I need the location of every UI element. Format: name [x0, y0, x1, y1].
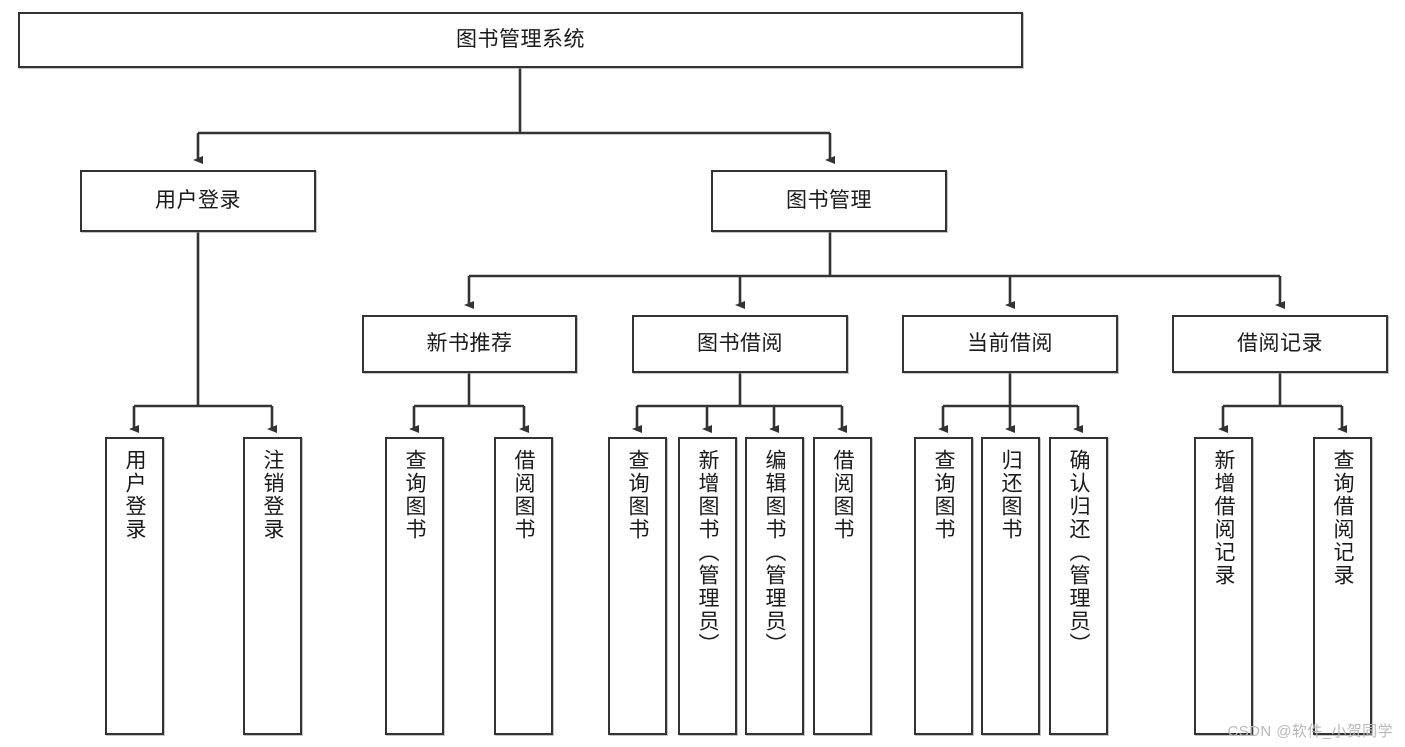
node-leaf-logout-login-label: 注销登录 [261, 449, 284, 541]
node-leaf-query-book-3-label: 查询图书 [932, 449, 955, 541]
node-root-label: 图书管理系统 [456, 27, 585, 51]
node-leaf-confirm-return[interactable]: 确认归还（管理员） [1049, 437, 1108, 735]
node-leaf-add-book-label: 新增图书（管理员） [696, 449, 719, 656]
node-root[interactable]: 图书管理系统 [18, 12, 1023, 68]
node-leaf-edit-book-label: 编辑图书（管理员） [763, 449, 786, 656]
node-book-manage[interactable]: 图书管理 [711, 170, 947, 232]
node-leaf-borrow-book-1-label: 借阅图书 [512, 449, 535, 541]
node-book-borrow-label: 图书借阅 [697, 331, 783, 355]
node-leaf-return-book-label: 归还图书 [999, 449, 1022, 541]
node-new-book-recommend[interactable]: 新书推荐 [362, 315, 577, 373]
node-leaf-logout-login[interactable]: 注销登录 [243, 437, 302, 735]
node-book-borrow[interactable]: 图书借阅 [632, 315, 848, 373]
node-leaf-borrow-book-2-label: 借阅图书 [831, 449, 854, 541]
node-leaf-user-login-label: 用户登录 [123, 449, 146, 541]
watermark-text: CSDN @软件_小贺同学 [1227, 723, 1393, 740]
node-book-manage-label: 图书管理 [786, 188, 872, 212]
node-user-login[interactable]: 用户登录 [80, 170, 316, 232]
node-leaf-query-record-label: 查询借阅记录 [1331, 449, 1354, 587]
node-leaf-query-record[interactable]: 查询借阅记录 [1313, 437, 1372, 735]
node-leaf-query-book-1[interactable]: 查询图书 [385, 437, 444, 735]
node-leaf-user-login[interactable]: 用户登录 [105, 437, 164, 735]
node-leaf-add-record[interactable]: 新增借阅记录 [1194, 437, 1253, 735]
node-leaf-edit-book[interactable]: 编辑图书（管理员） [745, 437, 804, 735]
node-borrow-record-label: 借阅记录 [1237, 331, 1323, 355]
node-leaf-add-record-label: 新增借阅记录 [1212, 449, 1235, 587]
node-borrow-record[interactable]: 借阅记录 [1172, 315, 1388, 373]
node-current-borrow-label: 当前借阅 [967, 331, 1053, 355]
node-leaf-return-book[interactable]: 归还图书 [981, 437, 1040, 735]
node-leaf-confirm-return-label: 确认归还（管理员） [1067, 449, 1090, 656]
node-leaf-query-book-1-label: 查询图书 [403, 449, 426, 541]
node-leaf-query-book-2[interactable]: 查询图书 [608, 437, 667, 735]
node-user-login-label: 用户登录 [155, 188, 241, 212]
node-leaf-query-book-3[interactable]: 查询图书 [914, 437, 973, 735]
node-current-borrow[interactable]: 当前借阅 [902, 315, 1118, 373]
node-new-book-recommend-label: 新书推荐 [426, 331, 513, 355]
node-leaf-add-book[interactable]: 新增图书（管理员） [678, 437, 737, 735]
node-leaf-query-book-2-label: 查询图书 [626, 449, 649, 541]
node-leaf-borrow-book-1[interactable]: 借阅图书 [494, 437, 553, 735]
node-leaf-borrow-book-2[interactable]: 借阅图书 [813, 437, 872, 735]
